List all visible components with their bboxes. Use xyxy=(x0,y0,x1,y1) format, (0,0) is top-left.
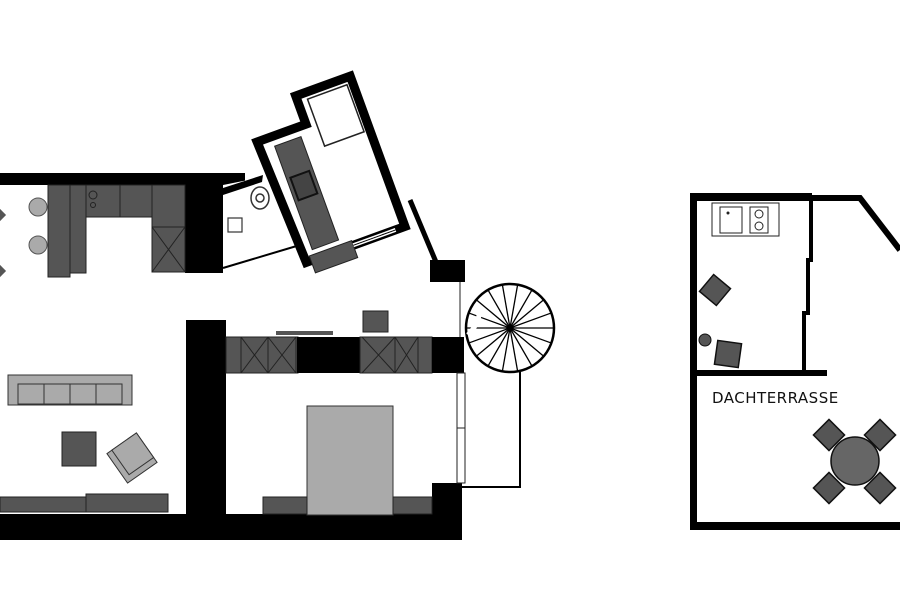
side-box xyxy=(362,310,389,333)
stair-tread xyxy=(509,312,552,329)
terrace-divider-wall xyxy=(697,370,827,376)
coffee-table xyxy=(61,431,97,467)
terrace-railing xyxy=(812,195,900,252)
stove-icon xyxy=(289,169,319,202)
stair-tread xyxy=(475,299,511,329)
nightstand xyxy=(392,496,433,515)
toilet-icon xyxy=(250,186,270,210)
kitchenette xyxy=(711,202,780,237)
bar-stool xyxy=(28,235,48,255)
nightstand xyxy=(262,496,308,515)
armchair xyxy=(106,432,158,484)
kitchen-counter-right xyxy=(151,184,186,228)
stair-tread xyxy=(509,289,533,329)
sink-icon xyxy=(88,190,98,208)
kitchen-counter-top xyxy=(85,184,121,218)
terrace-bottom-wall xyxy=(690,522,900,530)
stair-tread xyxy=(509,327,533,367)
stove-icon xyxy=(749,206,769,234)
chair xyxy=(863,418,897,452)
sideboard xyxy=(85,493,169,513)
chair xyxy=(812,471,846,505)
wardrobe-door xyxy=(361,336,419,374)
stair-tread xyxy=(509,299,545,329)
stair-railing xyxy=(462,372,521,488)
dining-set xyxy=(812,418,897,505)
stair-tread xyxy=(501,327,511,372)
roof-terrace: DACHTERRASSE xyxy=(690,193,900,530)
sink-icon xyxy=(719,206,743,234)
lounge-chair xyxy=(713,339,743,369)
corner-pillar xyxy=(430,260,465,282)
kitchen-counter-inner xyxy=(69,184,87,274)
stair-tread xyxy=(487,289,511,329)
wall-end xyxy=(432,337,464,373)
terrace-top-wall xyxy=(690,193,812,201)
stair-tread xyxy=(487,327,511,367)
window xyxy=(456,372,466,429)
sink-icon xyxy=(227,217,243,233)
kitchen-tall-cabinet xyxy=(151,226,186,273)
kitchen-top-wall xyxy=(0,173,245,185)
chair xyxy=(812,418,846,452)
living-bedroom-wall xyxy=(186,320,226,540)
terrace-inner-wall xyxy=(802,201,813,371)
kitchen-partition-wall xyxy=(185,185,223,273)
stair-tread xyxy=(509,327,545,357)
wall-chimney xyxy=(297,337,360,373)
bottom-right-wall xyxy=(432,483,462,523)
stair-tread xyxy=(509,327,552,344)
annex-cabinet xyxy=(308,239,359,274)
shelf xyxy=(276,331,333,335)
stair-tread xyxy=(475,327,511,357)
window xyxy=(456,427,466,484)
dining-chair xyxy=(0,263,7,279)
stair-tread xyxy=(501,284,511,329)
stair-tread xyxy=(509,284,519,329)
round-table xyxy=(830,436,880,486)
wc-room xyxy=(222,175,301,269)
bottom-wall xyxy=(0,514,462,540)
bedroom xyxy=(225,282,466,516)
living-room xyxy=(0,374,169,513)
room-label-dachterrasse: DACHTERRASSE xyxy=(712,389,839,407)
annex-bed xyxy=(306,83,366,148)
spiral-staircase[interactable] xyxy=(462,282,556,488)
stair-tread xyxy=(468,327,511,344)
bed xyxy=(306,405,394,516)
kitchen-counter-top2 xyxy=(119,184,153,218)
stair-tread xyxy=(468,312,511,329)
side-table xyxy=(698,333,712,347)
bar-stool xyxy=(28,197,48,217)
wardrobe xyxy=(225,336,299,374)
main-floor xyxy=(0,70,556,540)
kitchen-counter-left xyxy=(47,184,71,278)
lounge-chair xyxy=(698,273,732,307)
wardrobe xyxy=(359,336,433,374)
kitchen xyxy=(0,184,186,279)
sideboard xyxy=(0,496,87,513)
chair xyxy=(863,471,897,505)
stair-tread xyxy=(509,327,519,372)
sofa xyxy=(7,374,133,406)
annex-room xyxy=(251,70,411,274)
wardrobe-door xyxy=(240,336,297,374)
dining-chair xyxy=(0,207,7,223)
terrace-left-wall xyxy=(690,193,697,530)
wall-line xyxy=(407,199,439,263)
